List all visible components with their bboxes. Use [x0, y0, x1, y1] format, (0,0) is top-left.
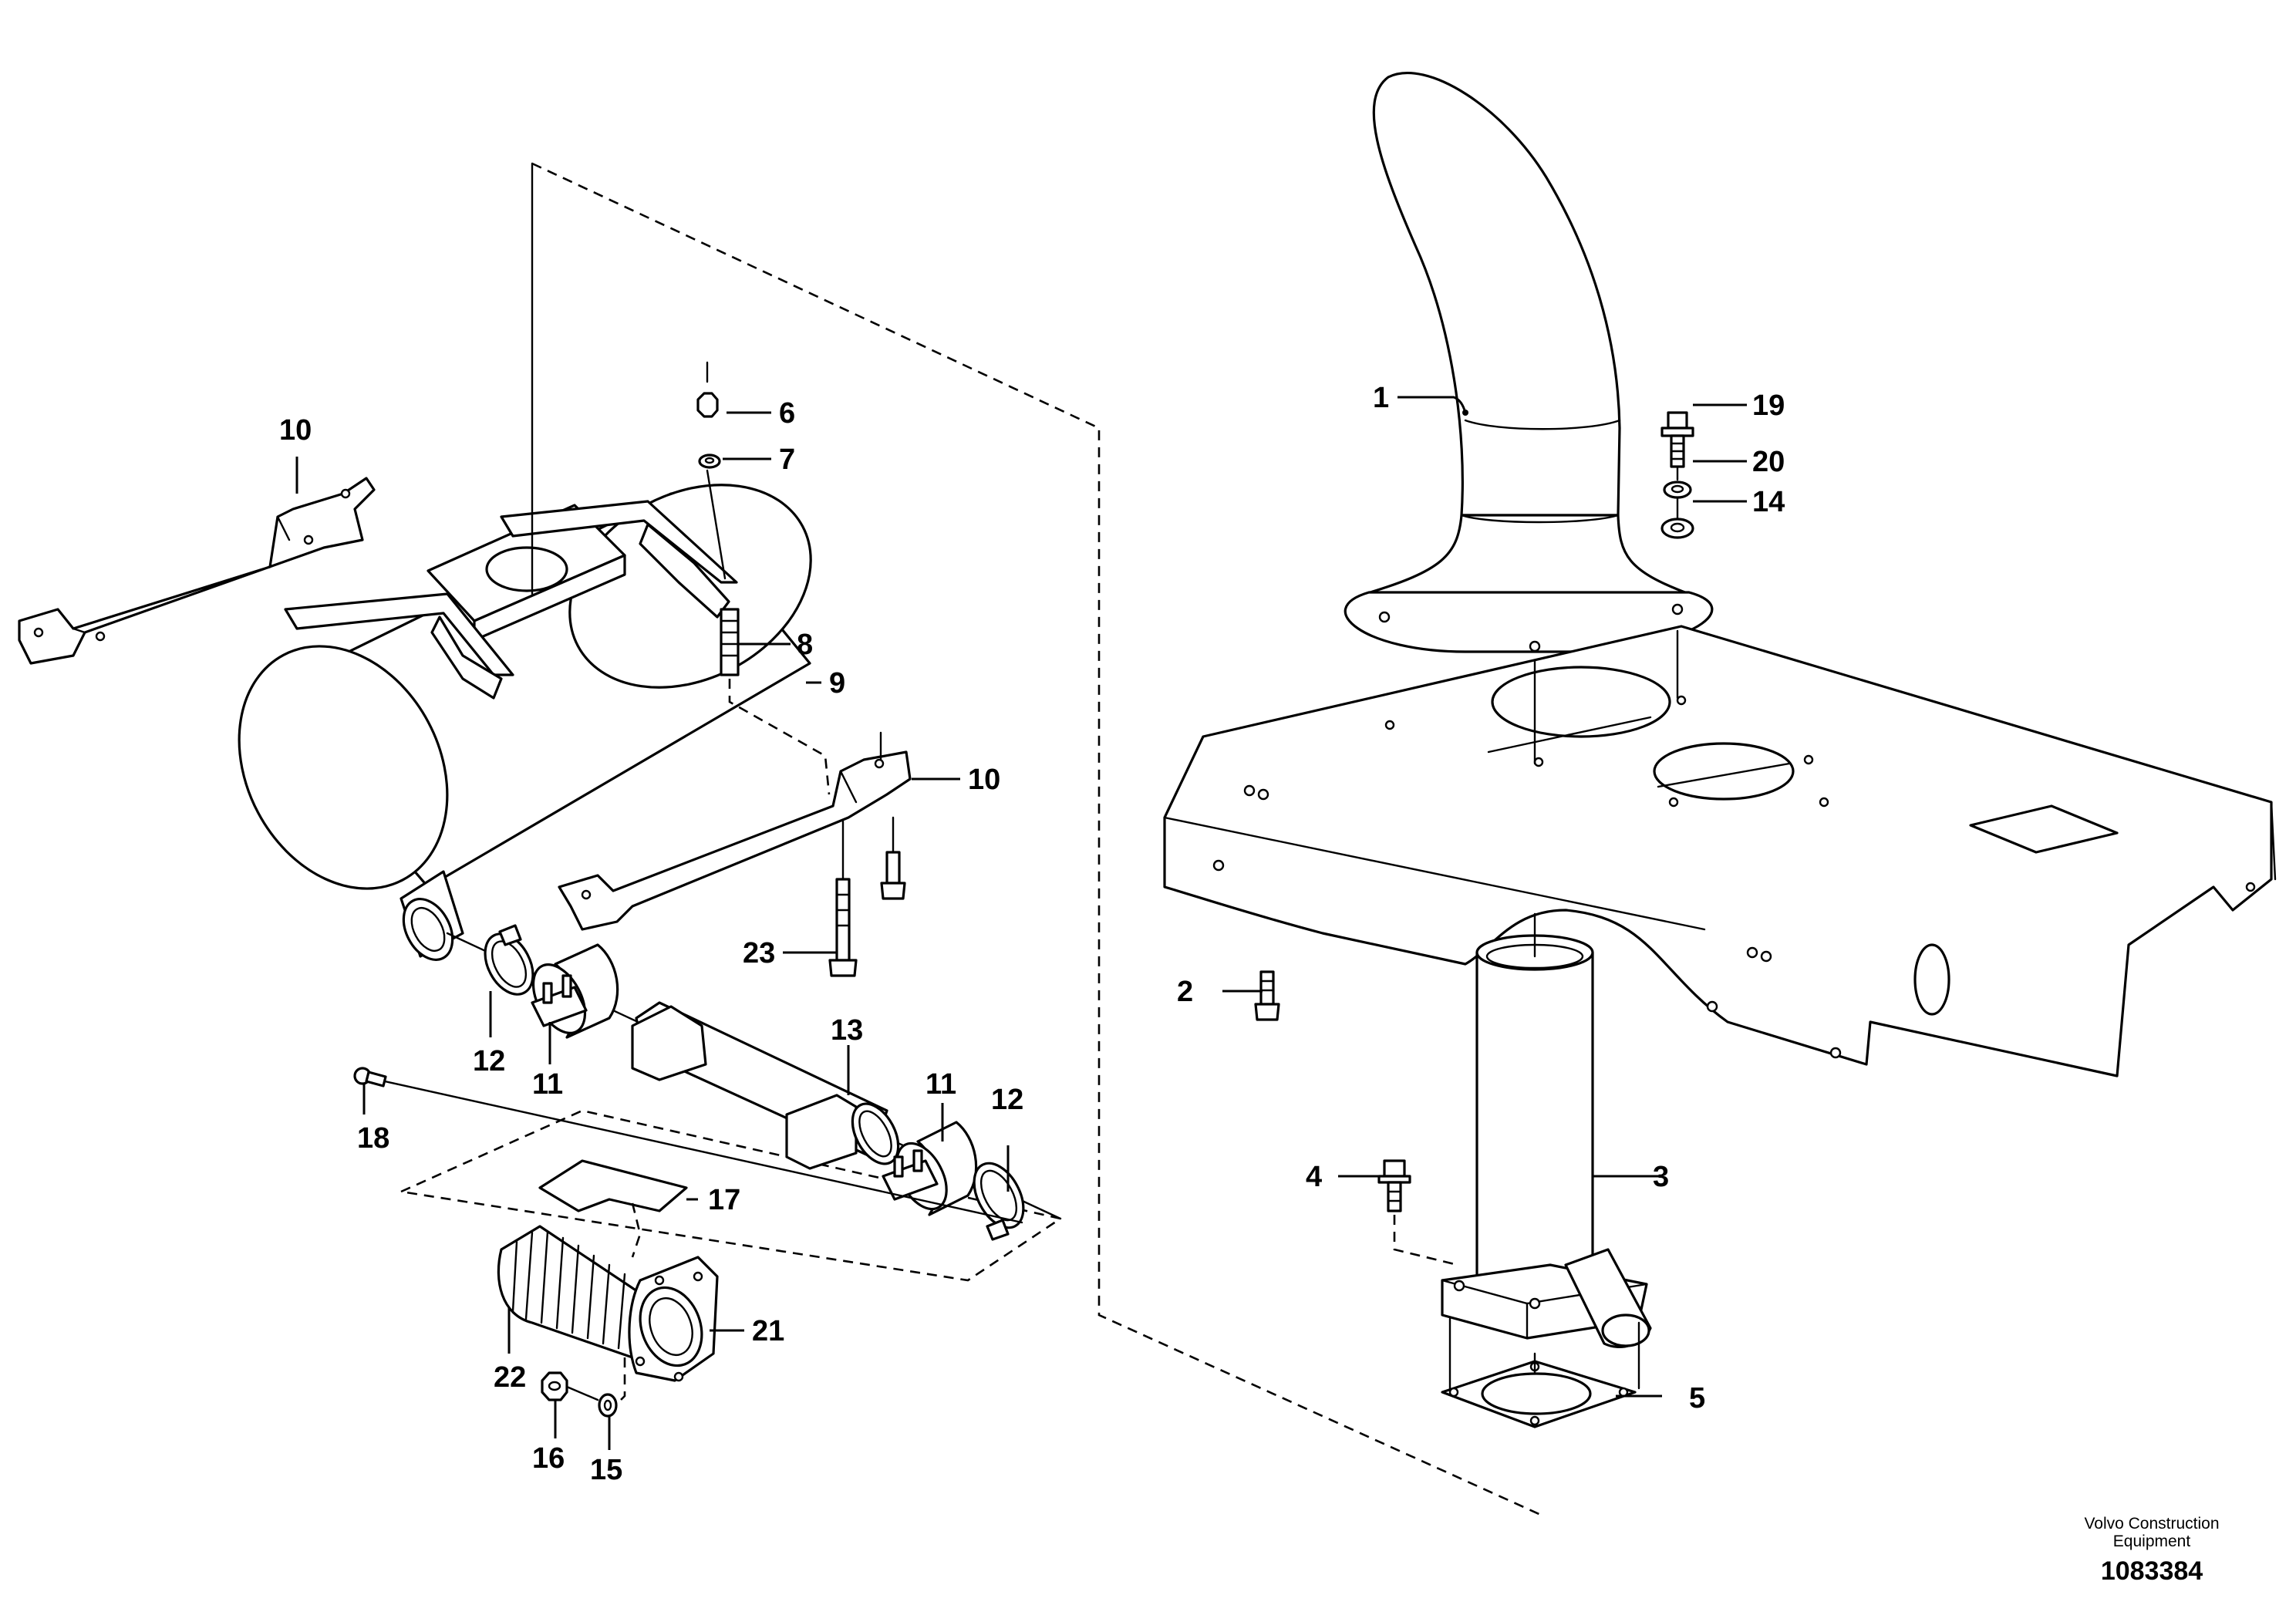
callout-5: 5 — [1689, 1382, 1705, 1415]
callout-leaders — [295, 396, 1747, 1450]
muffler-saddle-strap-rear — [500, 500, 738, 619]
callout-23: 23 — [743, 937, 775, 969]
hose-clamp-left — [484, 924, 534, 996]
flange-to-gasket-line — [1448, 1317, 1640, 1390]
callout-3: 3 — [1653, 1161, 1669, 1193]
callout-17: 17 — [708, 1184, 740, 1216]
callout-21: 21 — [752, 1315, 784, 1347]
callout-7: 7 — [779, 443, 795, 476]
muffler-saddle-strap-front — [284, 592, 514, 700]
stud-8 — [720, 608, 740, 676]
washer-7 — [698, 454, 721, 469]
callout-13: 13 — [831, 1014, 863, 1047]
callout-14: 14 — [1752, 486, 1785, 518]
exhaust-clamp-left — [531, 943, 619, 1039]
exhaust-clamp-right — [882, 1121, 978, 1216]
document-number: 1083384 — [2101, 1556, 2203, 1586]
callout-19: 19 — [1752, 389, 1785, 422]
assembly-boundary-line — [531, 162, 1543, 1517]
callout-20: 20 — [1752, 446, 1785, 478]
bolt-2 — [1254, 970, 1280, 1021]
credit-line-2: Equipment — [2113, 1533, 2191, 1550]
callout-12-left: 12 — [473, 1045, 505, 1077]
washer-20 — [1663, 481, 1692, 499]
nut-16-line — [565, 1385, 599, 1401]
outlet-flange-21 — [628, 1256, 719, 1382]
bolt-18-center-line — [376, 1078, 1023, 1224]
muffler-top-flange — [426, 504, 626, 642]
bolt-18 — [353, 1067, 387, 1088]
callout-4: 4 — [1306, 1161, 1322, 1193]
nut-16 — [541, 1371, 568, 1401]
mounting-bracket-lower — [558, 750, 912, 931]
callout-10-upper: 10 — [279, 414, 312, 447]
callout-12-right: 12 — [991, 1084, 1023, 1116]
hose-clamp-right — [973, 1162, 1025, 1241]
stud-8-center-line — [706, 361, 727, 580]
bolt-4 — [1377, 1159, 1411, 1212]
engine-hood-panel — [1163, 625, 2277, 1077]
flange-bolt-19 — [1660, 411, 1694, 468]
callout-18: 18 — [357, 1122, 389, 1155]
callout-11-left: 11 — [532, 1068, 563, 1101]
exhaust-pipe — [631, 1001, 900, 1170]
bolt-4-mount-dashed-line — [1393, 1215, 1458, 1266]
callout-16: 16 — [532, 1442, 565, 1475]
nut-6 — [696, 392, 719, 418]
callout-6: 6 — [779, 397, 795, 430]
washer-14 — [1660, 518, 1694, 539]
callout-1: 1 — [1373, 382, 1389, 414]
washer-15 — [598, 1393, 618, 1418]
callout-2: 2 — [1177, 976, 1193, 1008]
callout-9: 9 — [829, 667, 845, 700]
callout-11-right: 11 — [925, 1068, 956, 1101]
callout-10-lower: 10 — [968, 764, 1000, 796]
gasket — [1441, 1360, 1637, 1428]
heat-shield-17 — [538, 1159, 688, 1212]
bracket-assembly-box — [397, 1109, 1064, 1282]
mounting-bracket-upper — [18, 477, 376, 665]
callout-15: 15 — [590, 1454, 622, 1486]
bolt-near-23 — [880, 851, 906, 900]
callout-22: 22 — [494, 1361, 526, 1394]
callout-8: 8 — [797, 629, 813, 661]
heat-shield-dashed-line — [631, 1202, 642, 1258]
bolt-23 — [828, 878, 858, 977]
credit-line-1: Volvo Construction — [2084, 1515, 2219, 1533]
vertical-exhaust-pipe — [1441, 934, 1652, 1348]
exhaust-stack-pipe — [1344, 72, 1714, 653]
